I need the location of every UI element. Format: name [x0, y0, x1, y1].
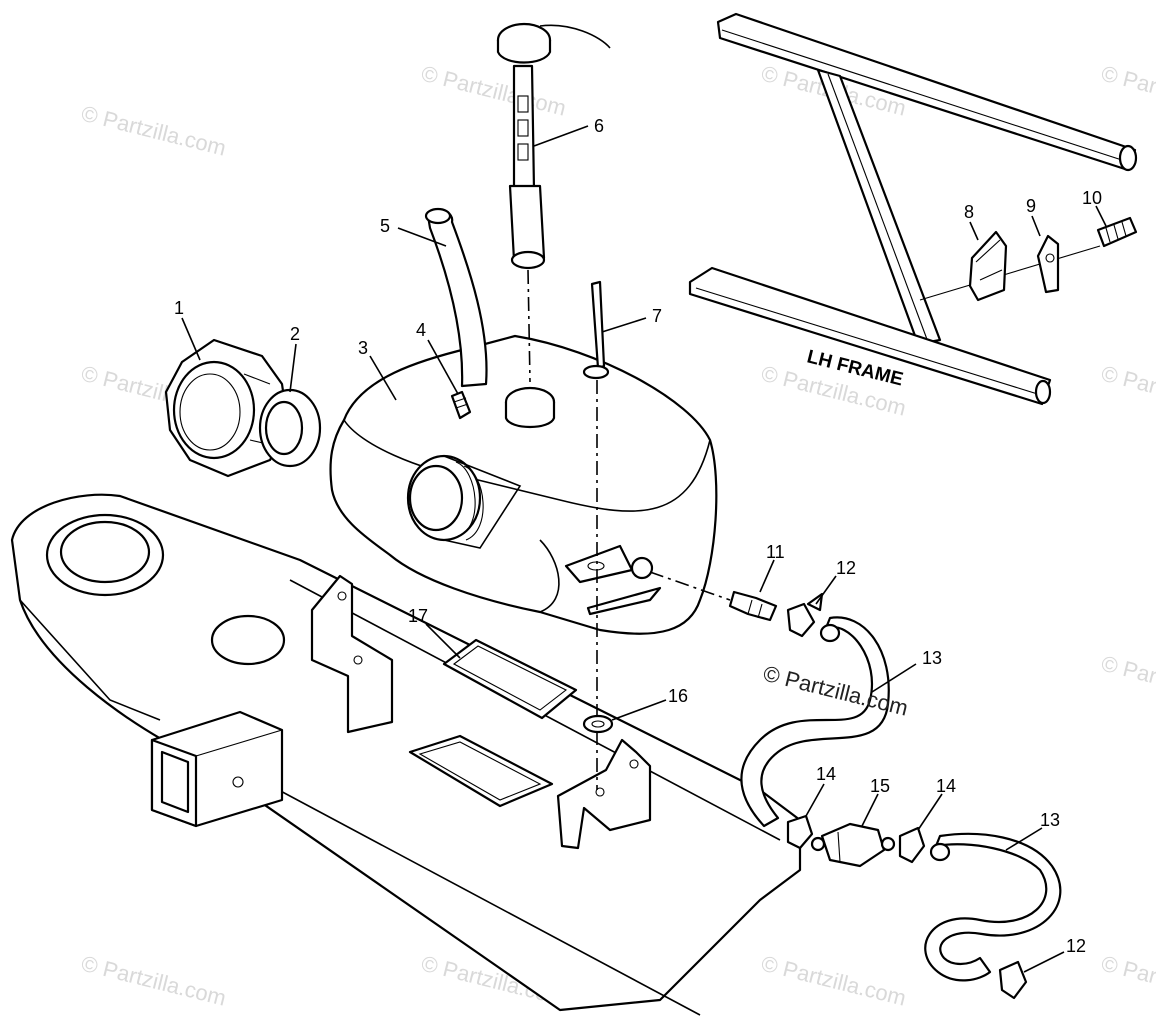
lh-frame-drawing: LH FRAME	[688, 12, 1138, 406]
callout-15[interactable]: 15	[870, 776, 890, 796]
pad-drawing	[442, 638, 578, 720]
callout-4[interactable]: 4	[416, 320, 426, 340]
callout-3[interactable]: 3	[358, 338, 368, 358]
base-frame-drawing	[10, 493, 802, 1016]
fuel-line-drawing	[649, 571, 1062, 1000]
callout-12[interactable]: 12	[1066, 936, 1086, 956]
callout-1[interactable]: 1	[174, 298, 184, 318]
callout-10[interactable]: 10	[1082, 188, 1102, 208]
gasket-drawing	[258, 388, 322, 468]
gauge-sender-drawing	[496, 22, 611, 383]
tank-brackets	[310, 574, 652, 850]
callout-14[interactable]: 14	[936, 776, 956, 796]
fuel-tank-drawing	[329, 334, 718, 635]
watermark-text: © Partzilla.com	[1099, 651, 1156, 711]
vent-fittings	[424, 207, 488, 420]
pickup-tube-drawing	[582, 280, 610, 790]
watermark-text-dark: © Partzilla.com	[761, 661, 911, 721]
callout-2[interactable]: 2	[290, 324, 300, 344]
leader-lines	[181, 125, 1107, 973]
watermark-text: © Partzilla.com	[1099, 61, 1156, 121]
callout-12[interactable]: 12	[836, 558, 856, 578]
mount-hardware	[919, 216, 1138, 302]
callout-13[interactable]: 13	[1040, 810, 1060, 830]
callout-17[interactable]: 17	[408, 606, 428, 626]
washer-drawing	[582, 714, 614, 734]
callout-14[interactable]: 14	[816, 764, 836, 784]
callout-layer: 1 2 3 4 5 6 7 8 9 10 11 12 13 14 15 14 1…	[174, 116, 1102, 956]
callout-7[interactable]: 7	[652, 306, 662, 326]
fuel-cap-drawing	[164, 338, 290, 478]
watermark-text: © Partzilla.com	[759, 951, 909, 1011]
callout-13[interactable]: 13	[922, 648, 942, 668]
watermark-text: © Partzilla.com	[79, 951, 229, 1011]
watermark-text: © Partzilla.com	[419, 61, 569, 121]
callout-9[interactable]: 9	[1026, 196, 1036, 216]
callout-8[interactable]: 8	[964, 202, 974, 222]
callout-6[interactable]: 6	[594, 116, 604, 136]
callout-11[interactable]: 11	[766, 542, 785, 562]
callout-5[interactable]: 5	[380, 216, 390, 236]
callout-16[interactable]: 16	[668, 686, 688, 706]
watermark-text: © Partzilla.com	[1099, 951, 1156, 1011]
watermark-text: © Partzilla.com	[1099, 361, 1156, 421]
watermark-text: © Partzilla.com	[79, 101, 229, 161]
